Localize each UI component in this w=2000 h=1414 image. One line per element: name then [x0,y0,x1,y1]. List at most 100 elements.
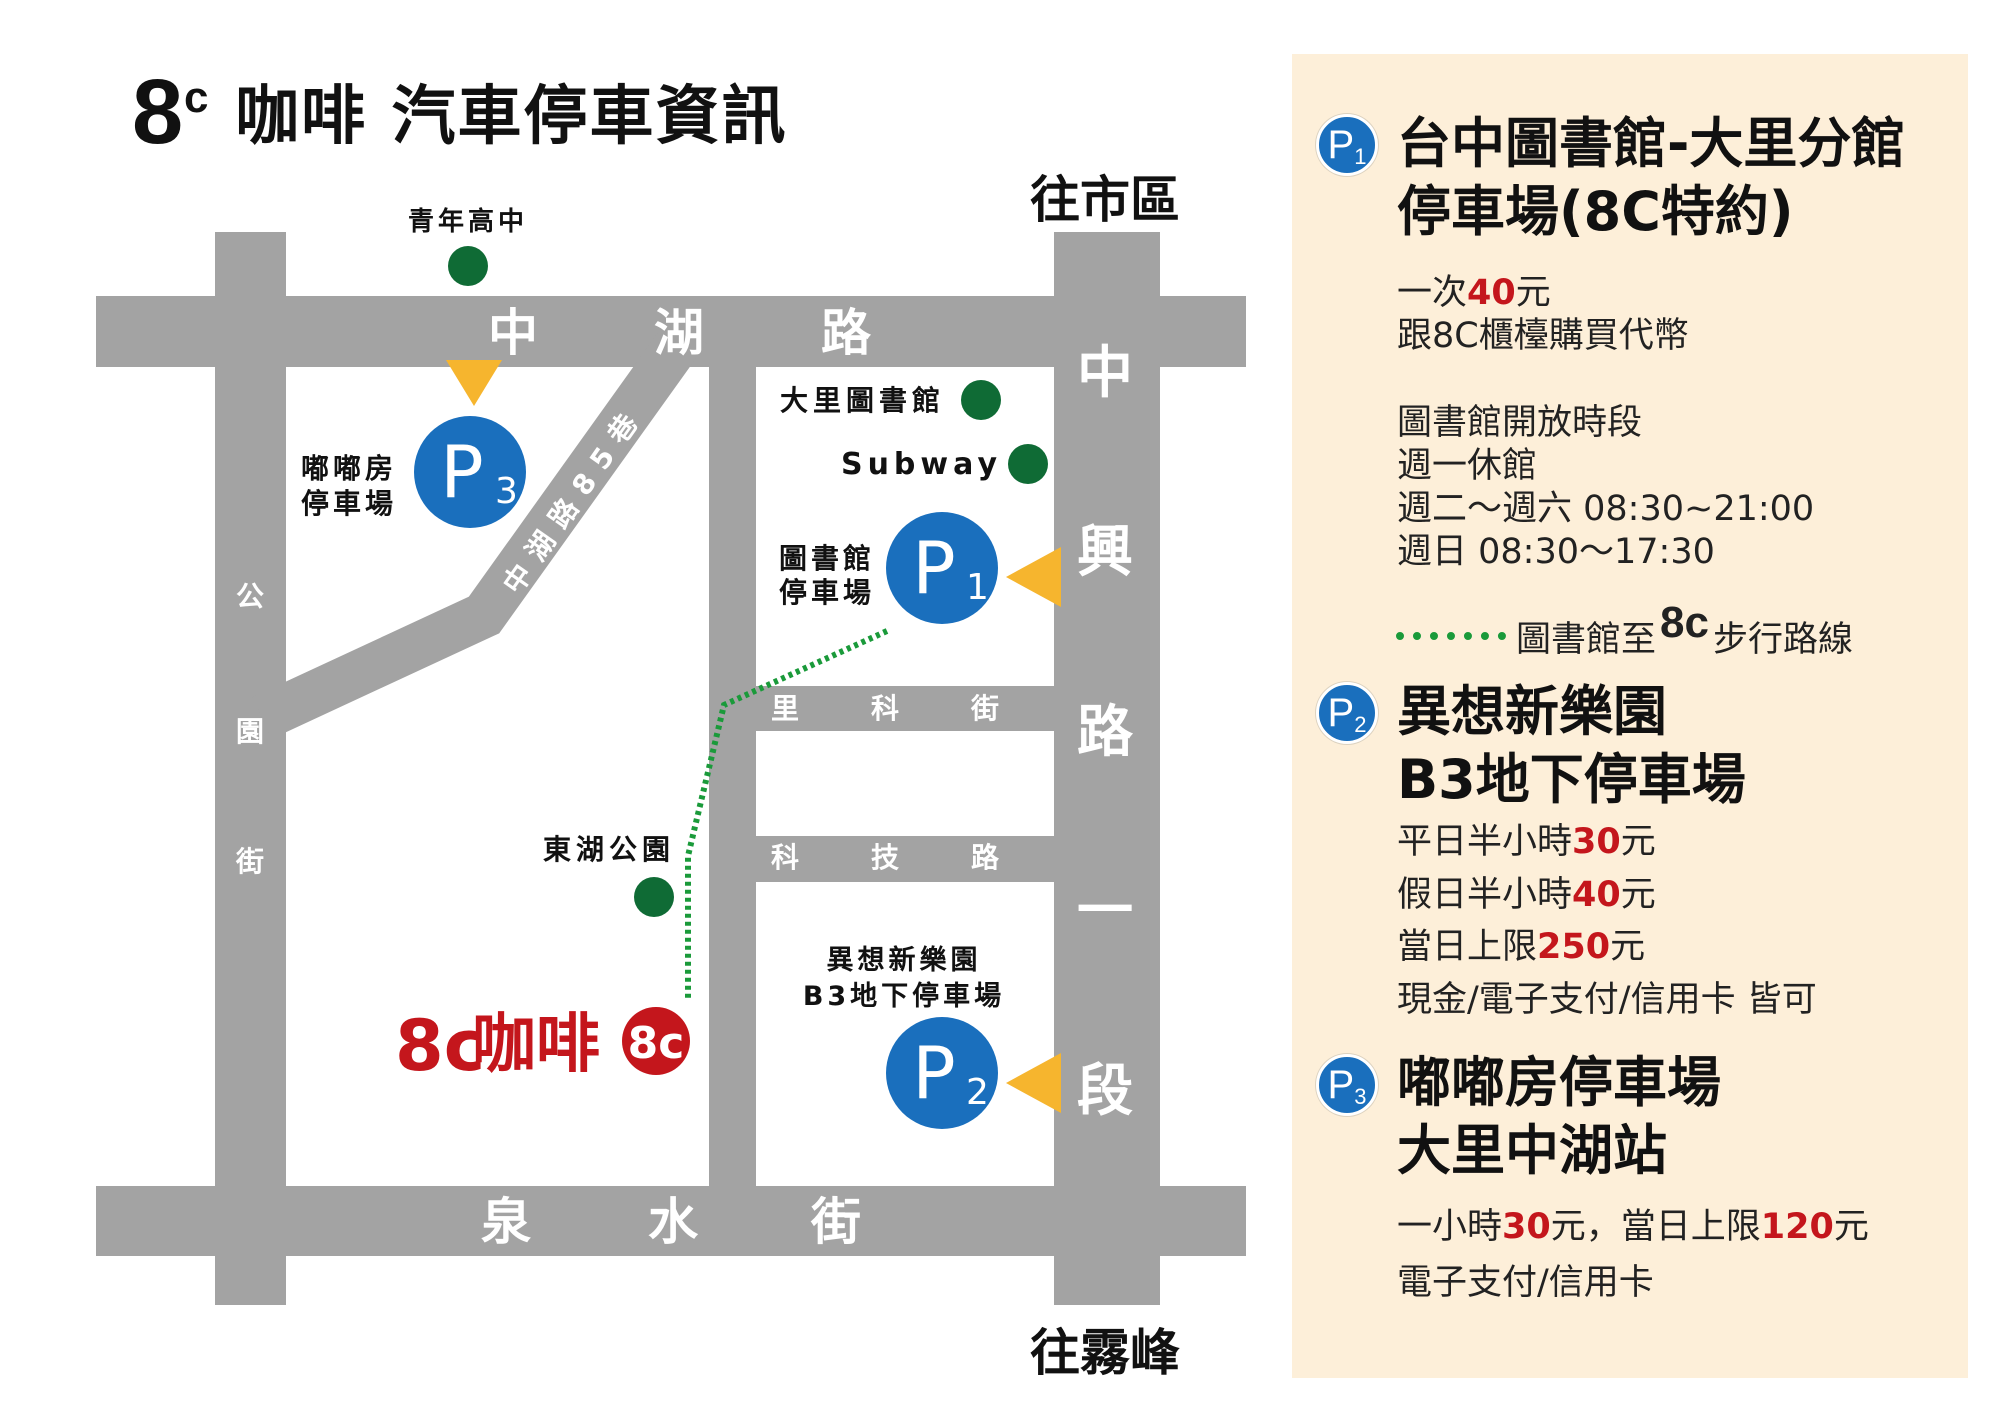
text: 元 [1515,273,1551,313]
p3-label: 停車場 [301,487,397,520]
dotted-line-icon [1396,632,1506,650]
parking-p2-icon [886,1017,998,1129]
title-text: 咖啡 汽車停車資訊 [235,80,788,154]
road-label-lane: 中湖路85巷 [496,398,651,600]
badge-number: 1 [1354,144,1367,169]
landmark-dot [961,380,1001,420]
direction-south: 往霧峰 [1030,1324,1180,1382]
road-like [709,686,1054,731]
p1-badge-icon: P1 [1316,114,1378,176]
cafe-logo: 8c [395,1005,485,1087]
p1-sunday-hours: 週日 08:30～17:30 [1397,532,1715,572]
p3-rate: 一小時30元，當日上限120元 [1397,1206,1869,1248]
p2-weekday-rate: 平日半小時30元 [1397,821,1656,863]
road-label: 科 [871,692,899,725]
landmark-library: 大里圖書館 [780,384,945,417]
road-label: 路 [821,304,872,362]
p1-token: 跟8C櫃檯購買代幣 [1397,316,1689,356]
p2-title: 異想新樂園 [1397,680,1667,743]
landmark-dot [448,246,488,286]
text: 一小時 [1397,1207,1503,1247]
p1-closed: 週一休館 [1397,446,1538,486]
cafe-badge-icon [622,1007,690,1075]
p2-holiday-rate: 假日半小時40元 [1397,874,1656,916]
p3-title: 大里中湖站 [1397,1119,1667,1182]
arrow-down-icon [446,360,502,406]
text: 當日上限 [1397,927,1538,967]
road-label: 泉 [481,1193,531,1251]
text: 步行路線 [1712,620,1853,660]
parking-p1-icon [886,512,998,624]
p2-letter: P [912,1031,955,1115]
direction-north: 往市區 [1030,171,1180,229]
road-label: 段 [1077,1059,1133,1124]
p2-number: 2 [966,1072,989,1113]
price: 40 [1467,273,1516,313]
arrow-left-icon [1006,1053,1061,1113]
badge-letter: P [1327,1063,1355,1107]
roads [96,232,1246,1305]
price: 40 [1572,875,1621,915]
road-zhonghu-lane [252,316,707,739]
road-label: 園 [236,715,264,748]
walking-route [685,628,889,1000]
p1-price: 一次40元 [1397,272,1551,314]
p2-badge-icon: P2 [1316,682,1378,744]
p2-payment: 現金/電子支付/信用卡 皆可 [1397,980,1817,1020]
road-keji [709,836,1054,882]
road-label: 興 [1077,520,1133,585]
road-label: 湖 [654,304,704,362]
p1-hours-title: 圖書館開放時段 [1397,403,1643,443]
p3-number: 3 [495,471,518,512]
landmark-dot [634,877,674,917]
landmark-dot [1008,444,1048,484]
8c-logo: 8c [1660,598,1709,647]
p1-letter: P [912,526,955,610]
road-label: 路 [1077,700,1134,765]
landmark-park: 東湖公園 [543,833,675,866]
p2-label: 異想新樂園 [827,944,982,976]
arrow-left-icon [1006,547,1061,607]
road-label: 中 [488,304,538,362]
p3-title: 嘟嘟房停車場 [1397,1051,1721,1114]
text: 元 [1620,822,1656,862]
road-label: 科 [771,841,799,874]
p2-daily-cap: 當日上限250元 [1397,926,1645,968]
price: 250 [1537,927,1611,967]
p2-title: B3地下停車場 [1397,748,1746,811]
p3-letter: P [440,430,483,514]
price: 30 [1572,822,1621,862]
text: 假日半小時 [1397,875,1573,915]
road-label: 街 [810,1193,861,1251]
badge-letter: P [1327,123,1355,167]
parking-info-panel: P1 台中圖書館-大里分館 停車場(8C特約) 一次40元 跟8C櫃檯購買代幣 … [1292,54,1968,1378]
road-label: 公 [236,580,264,613]
badge-number: 2 [1354,712,1367,737]
badge-number: 3 [1354,1084,1367,1109]
parking-p3-icon [414,416,526,528]
road-middle [709,367,756,1186]
badge-letter: P [1327,691,1355,735]
text: 一次 [1397,273,1468,313]
p3-badge-icon: P3 [1316,1054,1378,1116]
p1-title: 停車場(8C特約) [1397,180,1794,243]
road-label: 中 [1077,341,1133,406]
road-label: 街 [970,692,999,725]
road-gongyuan [215,232,286,1305]
cafe-badge-text: 8c [628,1018,685,1069]
road-zhongxing [1054,232,1160,1305]
price: 120 [1760,1207,1834,1247]
road-label: 街 [235,845,264,878]
text: 元 [1610,927,1646,967]
p1-number: 1 [966,567,989,608]
p3-payment: 電子支付/信用卡 [1397,1263,1654,1303]
road-label: 技 [871,841,899,874]
road-label: 一 [1077,879,1133,944]
text: 元 [1833,1207,1869,1247]
p1-weekday-hours: 週二～週六 08:30~21:00 [1397,489,1815,529]
p3-label: 嘟嘟房 [301,452,397,485]
p1-label: 圖書館 [779,542,875,575]
cafe-name: 咖啡 [472,1008,600,1082]
